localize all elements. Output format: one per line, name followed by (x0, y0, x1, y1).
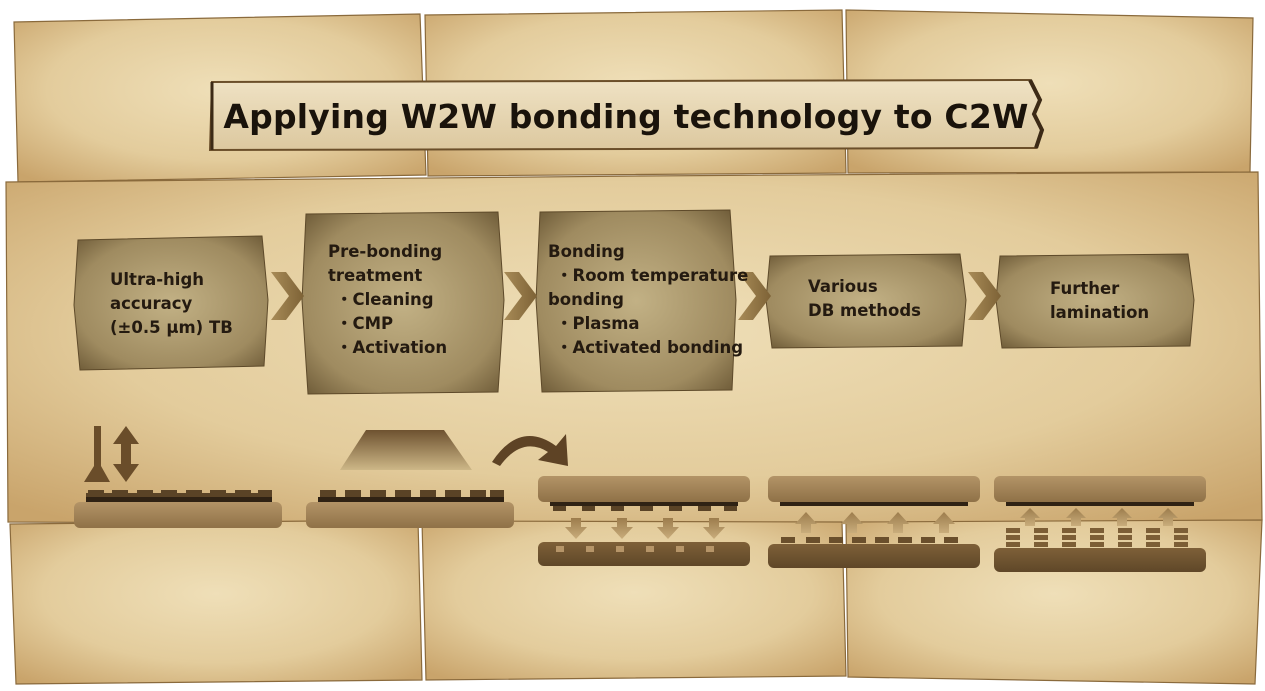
step-2-heading: Pre-bonding (328, 242, 443, 261)
step-2-item: CMP (328, 312, 498, 336)
chevron-right-icon (504, 272, 537, 320)
step-5-line-2: lamination (1050, 303, 1150, 322)
step-3-item-cont: bonding (548, 290, 624, 309)
flip-arrow-icon (492, 434, 568, 466)
bottom-plate (768, 544, 980, 568)
chevron-right-icon (738, 272, 771, 320)
step-2-heading-2: treatment (328, 266, 423, 285)
step-2-text: Pre-bonding treatment Cleaning CMP Activ… (328, 236, 498, 364)
step-1-text: Ultra-high accuracy (±0.5 μm) TB (110, 262, 260, 346)
stage-1-illustration (74, 426, 282, 528)
pad-icon (340, 430, 472, 470)
step-1-line-1: Ultra-high (110, 270, 205, 289)
step-1-line-2: accuracy (110, 294, 193, 313)
step-3-item: Room temperature (548, 264, 749, 288)
chip-row (86, 490, 272, 502)
top-plate (538, 476, 750, 502)
process-arrows (271, 272, 1001, 320)
chevron-right-icon (271, 272, 304, 320)
step-2-item: Activation (328, 336, 498, 360)
wafer-plate (74, 502, 282, 528)
bottom-plate (994, 548, 1206, 572)
step-3-text: Bonding Room temperature bonding Plasma … (548, 238, 749, 362)
step-3-item: Plasma (548, 312, 738, 336)
step-1-line-3: (±0.5 μm) TB (110, 318, 233, 337)
step-5-text: Further lamination (1050, 276, 1180, 326)
bottom-plate (538, 542, 750, 566)
tool-icon (84, 426, 110, 482)
step-3-heading: Bonding (548, 242, 625, 261)
step-5-line-1: Further (1050, 279, 1120, 298)
down-arrow-icon (565, 518, 725, 539)
step-2-item: Cleaning (328, 288, 498, 312)
wafer-plate (306, 502, 514, 528)
stage-2-illustration (306, 430, 514, 528)
stage-5-illustration (994, 476, 1206, 572)
chevron-right-icon (968, 272, 1001, 320)
step-4-line-1: Various (808, 277, 878, 296)
step-4-text: Various DB methods (808, 274, 948, 324)
step-4-line-2: DB methods (808, 301, 922, 320)
top-plate (994, 476, 1206, 502)
up-arrow-icon (795, 512, 955, 533)
diagram-title: Applying W2W bonding technology to C2W (223, 96, 1029, 136)
stage-3-illustration (538, 476, 750, 566)
top-plate (768, 476, 980, 502)
title-banner (208, 78, 1045, 152)
step-3-item: Activated bonding (548, 336, 744, 360)
up-arrow-icon (1020, 508, 1178, 526)
up-down-arrow-icon (113, 426, 139, 482)
step-box-1 (73, 235, 269, 371)
stage-4-illustration (768, 476, 980, 568)
